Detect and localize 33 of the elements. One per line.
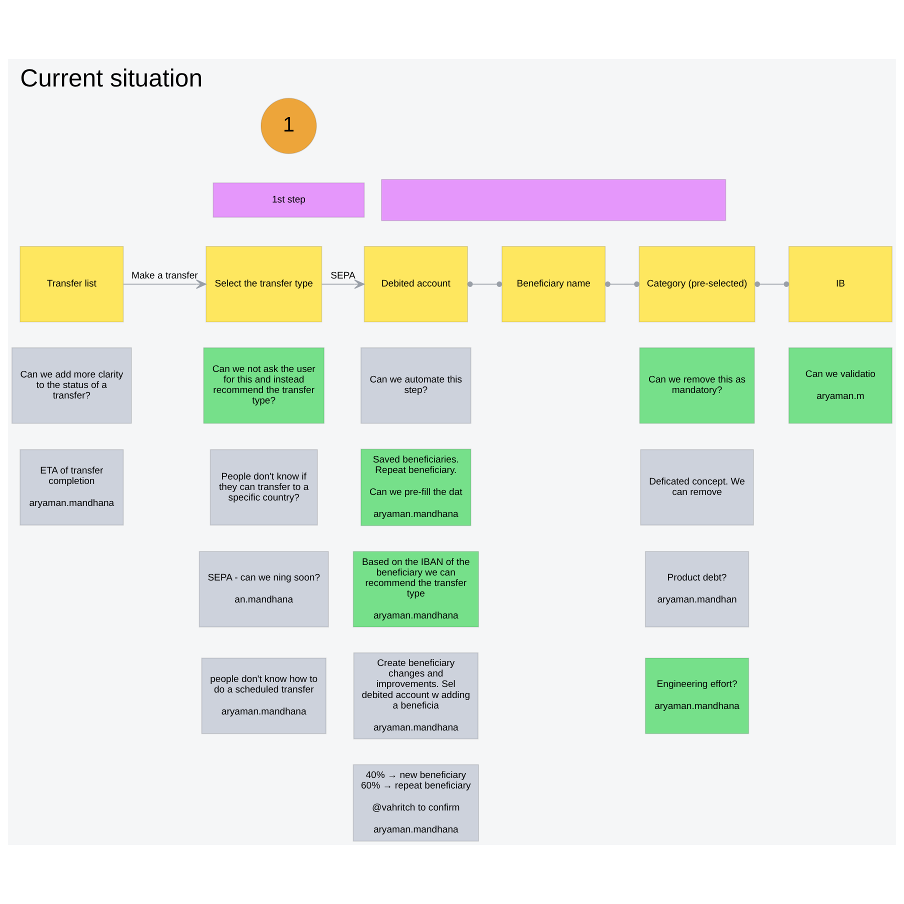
node-box: Category (pre-selected) [638, 246, 756, 322]
node-box: Can we not ask the user for this and instead recommend the transfer type? [203, 347, 325, 424]
node-box [381, 179, 726, 222]
node-circle: 1 [260, 98, 317, 154]
node-box: Create beneficiary changes and improvements. Sel debited account w adding a beneficia aryaman.mandhana [353, 652, 479, 740]
node-box: Beneficiary name [501, 246, 606, 322]
arrow [321, 279, 365, 289]
edge-label: Make a transfer [131, 270, 198, 282]
node-box: 1st step [212, 182, 365, 218]
node-box: Transfer list [20, 246, 124, 322]
node-box: Debited account [364, 246, 468, 322]
node-box: Deficated concept. We can remove [640, 449, 754, 526]
node-box: Engineering effort? aryaman.mandhana [644, 658, 750, 734]
node-box: People don't know if they can transfer to a specific country? [210, 449, 318, 526]
node-box: Can we add more clarity to the status of a transfer? [11, 347, 132, 424]
diagram-title: Current situation [20, 64, 203, 93]
connector [467, 281, 502, 287]
node-box: people don't know how to do a scheduled transfer aryaman.mandhana [201, 658, 326, 734]
node-box: IB [788, 246, 893, 322]
node-box: Can we automate this step? [360, 347, 472, 424]
node-box: ETA of transfer completion aryaman.mandhana [20, 449, 124, 526]
node-box: Can we remove this as mandatory? [639, 347, 755, 424]
node-box: Can we validatio aryaman.m [788, 347, 893, 424]
node-box: Saved beneficiaries. Repeat beneficiary. Can we pre-fill the dat aryaman.mandhana [360, 448, 472, 526]
node-box: SEPA - can we ning soon? an.mandhana [198, 550, 329, 628]
node-box: Based on the IBAN of the beneficiary we can recommend the transfer type aryaman.mandhana [352, 550, 480, 628]
edge-label: SEPA [330, 270, 356, 282]
connector [754, 281, 790, 287]
connector [604, 281, 640, 287]
node-box: 40% → new beneficiary 60% → repeat beneficiary @vahritch to confirm aryaman.mandhana [352, 764, 480, 842]
node-box: Select the transfer type [206, 246, 322, 322]
node-box: Product debt? aryaman.mandhan [644, 550, 750, 628]
arrow [122, 279, 206, 289]
